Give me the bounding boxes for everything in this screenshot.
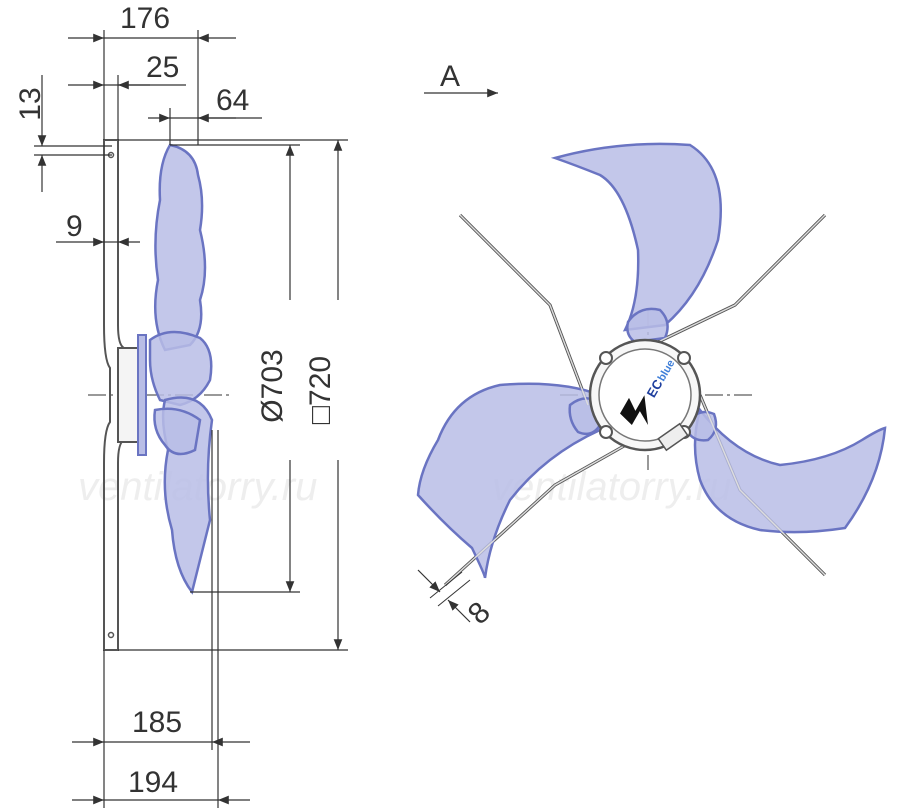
motor-bolt-bl: [599, 425, 613, 439]
view-label-a: A: [440, 60, 460, 93]
motor-bolt-tl: [599, 351, 613, 365]
blade-side-mid: [148, 330, 213, 407]
dim-185: 185: [132, 706, 182, 739]
motor-bolt-tr: [677, 351, 691, 365]
front-view: A: [416, 60, 887, 631]
motor-connector: [657, 422, 689, 452]
blade-front-right: [693, 407, 887, 534]
lightning-icon: [620, 395, 648, 426]
blade-side-tip: [153, 407, 202, 456]
mounting-frame: [103, 139, 137, 651]
dim-176: 176: [120, 2, 170, 35]
dim-720: □720: [304, 356, 337, 424]
dim-194: 194: [128, 766, 178, 799]
wire-arm-top-left: [458, 213, 590, 406]
blade-front-left: [416, 382, 602, 579]
blade-side-upper: [153, 143, 207, 352]
dim-13: 13: [14, 87, 47, 120]
blade-front-top: [550, 142, 722, 332]
motor-hub: [117, 347, 141, 443]
dim-64: 64: [216, 84, 249, 117]
dim-703: Ø703: [256, 349, 289, 422]
dim-9: 9: [66, 210, 83, 243]
frame-hole-bottom: [107, 631, 115, 639]
motor-flange: [137, 334, 147, 456]
dim-8: 8: [462, 596, 497, 631]
side-view: 176 25 64 13 9 Ø703: [14, 2, 348, 808]
dim-25: 25: [146, 51, 179, 84]
motor-face: [598, 348, 692, 442]
blade-root-top: [626, 307, 669, 344]
